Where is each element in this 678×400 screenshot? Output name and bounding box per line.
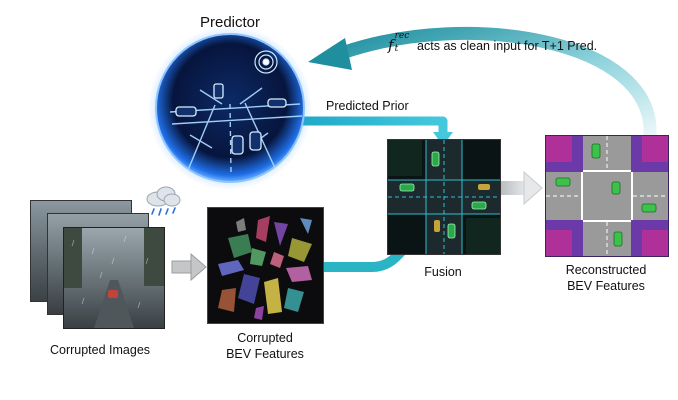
corrupted-images-label: Corrupted Images <box>49 343 151 357</box>
fusion-to-recon-arrow <box>500 170 543 206</box>
corrupted-bev-label-line1: Corrupted <box>237 331 293 345</box>
rainy-road-scene <box>64 228 164 328</box>
fusion-intersection <box>388 140 500 254</box>
predictor-title: Predictor <box>199 14 261 31</box>
reconstructed-bev-label: Reconstructed BEV Features <box>548 263 664 294</box>
feedback-scripts: rec t <box>394 31 414 54</box>
feedback-superscript: rec <box>394 31 410 41</box>
corrupted-image-front <box>63 227 165 329</box>
feedback-arrow <box>308 26 657 142</box>
reconstructed-label-line2: BEV Features <box>567 278 645 293</box>
feedback-subscript: t <box>394 44 399 54</box>
corrupted-bev-label: Corrupted BEV Features <box>210 331 320 362</box>
feedback-symbol: f <box>388 36 394 54</box>
fusion-panel <box>387 139 501 255</box>
reconstructed-bev-panel <box>545 135 669 257</box>
corrupted-bev-blobs <box>218 216 312 320</box>
fusion-label: Fusion <box>424 265 462 279</box>
reconstructed-intersection <box>546 136 668 256</box>
images-to-bev-arrow <box>171 252 207 282</box>
feedback-text: acts as clean input for T+1 Pred. <box>417 39 598 53</box>
predicted-prior-label: Predicted Prior <box>326 99 409 113</box>
corrupted-bev-panel <box>207 207 324 324</box>
corrupted-bev-label-line2: BEV Features <box>226 346 304 361</box>
reconstructed-label-line1: Reconstructed <box>565 263 647 277</box>
